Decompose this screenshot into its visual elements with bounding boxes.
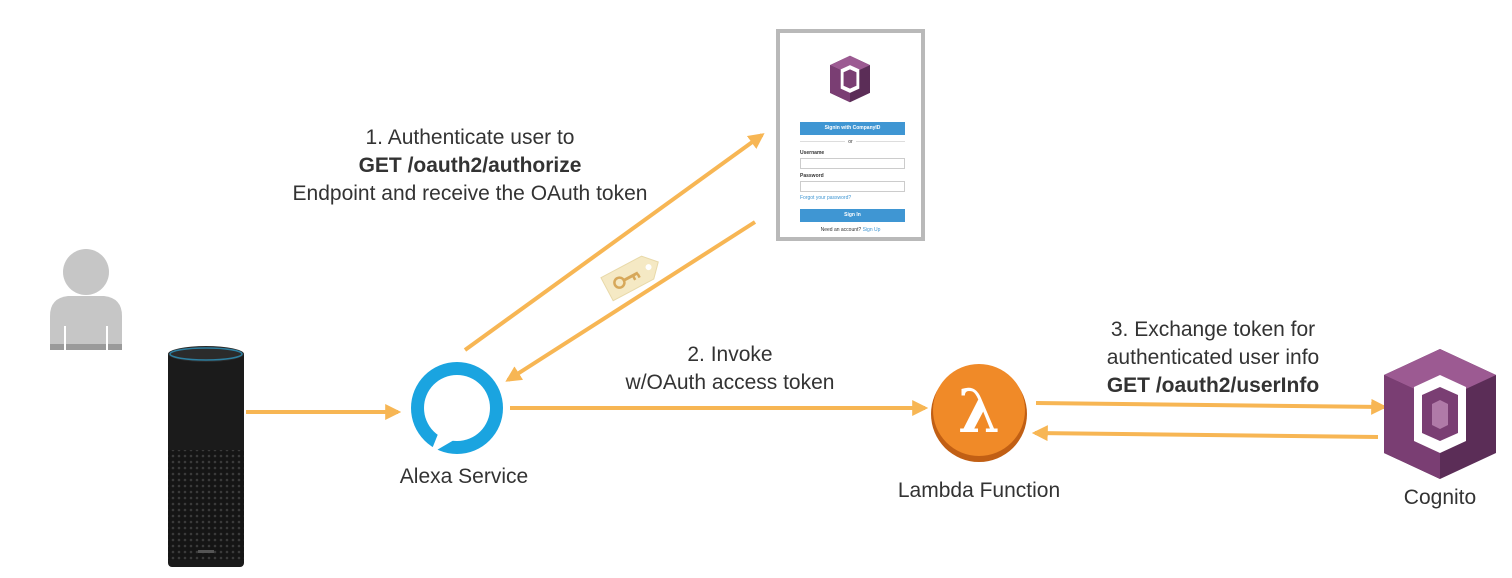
password-field[interactable] bbox=[800, 181, 905, 192]
step3-line3: GET /oauth2/userInfo bbox=[1106, 374, 1320, 397]
arrow-alexa-to-login bbox=[463, 133, 765, 352]
step1-line1: 1. Authenticate user to bbox=[365, 126, 575, 149]
step2-line2: w/OAuth access token bbox=[625, 371, 835, 394]
step2-line1: 2. Invoke bbox=[687, 343, 773, 366]
step1-line2: GET /oauth2/authorize bbox=[358, 154, 582, 177]
signup-link[interactable]: Sign Up bbox=[862, 227, 881, 233]
username-field[interactable] bbox=[800, 158, 905, 169]
arrow-lambda-to-cognito bbox=[1035, 398, 1388, 415]
step1-label: 1. Authenticate user to GET /oauth2/auth… bbox=[255, 124, 685, 208]
key-tag-icon bbox=[600, 255, 659, 302]
echo-device-icon bbox=[168, 346, 244, 567]
username-label: Username bbox=[800, 150, 825, 156]
lambda-function-label: Lambda Function bbox=[897, 479, 1061, 502]
lambda-icon: λ bbox=[931, 364, 1027, 462]
cognito-icon bbox=[1384, 349, 1496, 479]
alexa-icon bbox=[411, 362, 503, 454]
or-label: or bbox=[780, 139, 921, 145]
step2-label: 2. Invoke w/OAuth access token bbox=[585, 341, 875, 397]
user-icon bbox=[50, 249, 122, 350]
arrow-login-to-alexa bbox=[505, 220, 757, 382]
login-cognito-logo bbox=[830, 55, 870, 103]
login-card: Signin with CompanyID or Username Passwo… bbox=[776, 29, 925, 241]
svg-text:λ: λ bbox=[958, 377, 1000, 447]
step1-line3: Endpoint and receive the OAuth token bbox=[292, 182, 648, 205]
arrow-cognito-to-lambda bbox=[1031, 425, 1379, 442]
step3-line1: 3. Exchange token for bbox=[1110, 318, 1316, 341]
need-account-line: Need an account? Sign Up bbox=[820, 227, 881, 233]
step3-label: 3. Exchange token for authenticated user… bbox=[1068, 316, 1358, 400]
forgot-password-link[interactable]: Forgot your password? bbox=[800, 195, 852, 201]
signin-company-button[interactable]: Signin with CompanyID bbox=[800, 122, 905, 135]
signin-button[interactable]: Sign In bbox=[800, 209, 905, 222]
cognito-label: Cognito bbox=[1403, 486, 1477, 509]
step3-line2: authenticated user info bbox=[1106, 346, 1320, 369]
alexa-service-label: Alexa Service bbox=[399, 465, 529, 488]
password-label: Password bbox=[800, 173, 824, 179]
